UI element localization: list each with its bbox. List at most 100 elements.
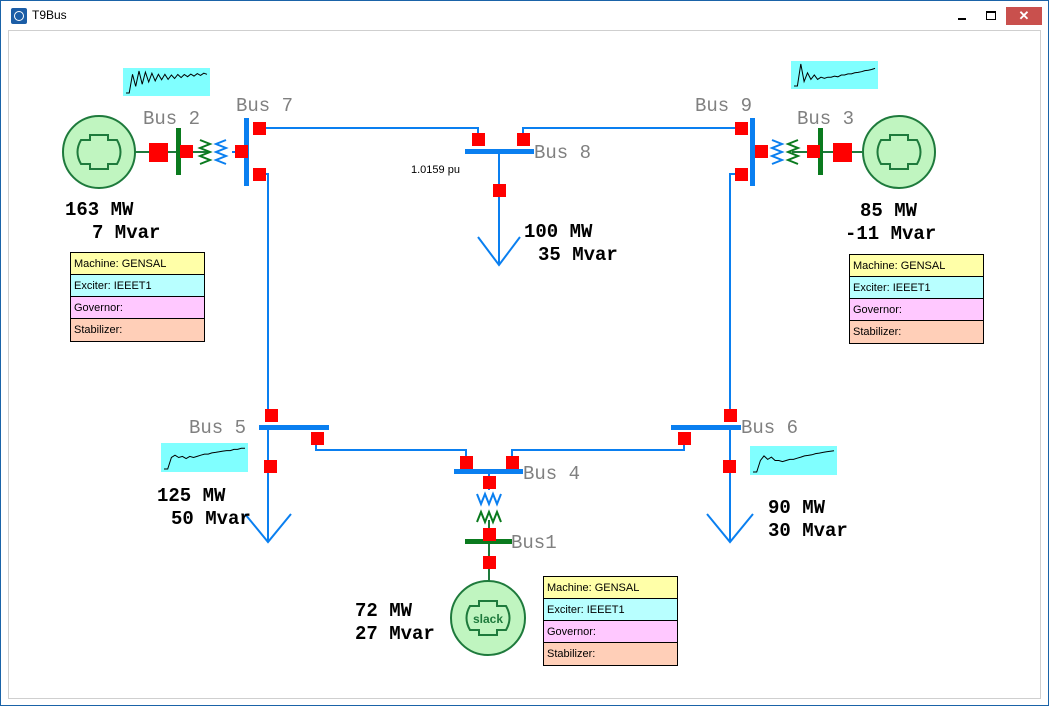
bus5-bar[interactable] bbox=[259, 425, 329, 430]
breaker-bus4-tx[interactable] bbox=[483, 476, 496, 489]
breaker-load5[interactable] bbox=[264, 460, 277, 473]
line-9-6[interactable] bbox=[729, 173, 741, 416]
gen1-stabilizer-model[interactable]: Stabilizer: bbox=[544, 643, 677, 665]
gen3-governor-model[interactable]: Governor: bbox=[850, 299, 983, 321]
line-6-4[interactable] bbox=[511, 437, 685, 462]
breaker-bus9-line8[interactable] bbox=[735, 122, 748, 135]
breaker-bus5-line4[interactable] bbox=[311, 432, 324, 445]
bus8-bar[interactable] bbox=[465, 149, 534, 154]
breaker-bus9-tx[interactable] bbox=[755, 145, 768, 158]
breaker-bus1-tx[interactable] bbox=[483, 528, 496, 541]
gen2-governor-model[interactable]: Governor: bbox=[71, 297, 204, 319]
bus8-voltage: 1.0159 pu bbox=[411, 164, 460, 176]
bus3-label: Bus 3 bbox=[797, 108, 854, 130]
generator-2[interactable] bbox=[62, 115, 136, 189]
gen3-stabilizer-model[interactable]: Stabilizer: bbox=[850, 321, 983, 343]
bus2-label: Bus 2 bbox=[143, 108, 200, 130]
strip-chart-bus6[interactable] bbox=[750, 446, 837, 475]
breaker-bus7-line5[interactable] bbox=[253, 168, 266, 181]
bus9-bar[interactable] bbox=[750, 118, 755, 186]
bus1-bar[interactable] bbox=[465, 539, 512, 544]
generator-3-icon[interactable] bbox=[862, 115, 936, 189]
generator-1[interactable]: slack bbox=[450, 580, 526, 656]
breaker-bus6-line9[interactable] bbox=[724, 409, 737, 422]
gen2-model-box[interactable]: Machine: GENSAL Exciter: IEEET1 Governor… bbox=[70, 252, 205, 342]
bus5-label: Bus 5 bbox=[189, 417, 246, 439]
gen1-mw: 72 MW bbox=[355, 600, 413, 622]
gen1-governor-model[interactable]: Governor: bbox=[544, 621, 677, 643]
breaker-bus2-tx[interactable] bbox=[180, 145, 193, 158]
bus6-bar[interactable] bbox=[671, 425, 741, 430]
breaker-gen2[interactable] bbox=[149, 143, 168, 162]
breaker-load8[interactable] bbox=[493, 184, 506, 197]
tx9-3-winding-green-icon[interactable] bbox=[785, 139, 801, 165]
breaker-bus3-tx[interactable] bbox=[807, 145, 820, 158]
tx4-1-winding-green-icon[interactable] bbox=[476, 509, 502, 525]
gen3-mvar: -11 Mvar bbox=[845, 223, 936, 245]
load6-mw: 90 MW bbox=[768, 497, 826, 519]
gen1-mvar: 27 Mvar bbox=[355, 623, 435, 645]
load6-mvar: 30 Mvar bbox=[768, 520, 848, 542]
bus4-label: Bus 4 bbox=[523, 463, 580, 485]
gen3-model-box[interactable]: Machine: GENSAL Exciter: IEEET1 Governor… bbox=[849, 254, 984, 344]
load5-arrow-icon[interactable] bbox=[244, 513, 292, 544]
app-icon bbox=[11, 8, 27, 24]
generator-3[interactable] bbox=[862, 115, 936, 189]
strip-chart-gen2-trace bbox=[126, 70, 208, 94]
tx4-1-winding-blue-icon[interactable] bbox=[476, 491, 502, 507]
line-7-5[interactable] bbox=[259, 173, 269, 416]
breaker-bus7-line8[interactable] bbox=[253, 122, 266, 135]
gen3-machine-model[interactable]: Machine: GENSAL bbox=[850, 255, 983, 277]
strip-chart-gen2[interactable] bbox=[123, 68, 210, 96]
bus8-label: Bus 8 bbox=[534, 142, 591, 164]
breaker-bus4-line5[interactable] bbox=[460, 456, 473, 469]
breaker-bus5-line7[interactable] bbox=[265, 409, 278, 422]
breaker-load6[interactable] bbox=[723, 460, 736, 473]
breaker-bus6-line4[interactable] bbox=[678, 432, 691, 445]
load5-mvar: 50 Mvar bbox=[171, 508, 251, 530]
tx2-7-winding-green-icon[interactable] bbox=[197, 139, 213, 165]
load8-mvar: 35 Mvar bbox=[538, 244, 618, 266]
bus2-bar[interactable] bbox=[176, 128, 181, 175]
line-8-9[interactable] bbox=[522, 127, 741, 140]
gen2-mw: 163 MW bbox=[65, 199, 134, 221]
breaker-gen1[interactable] bbox=[483, 556, 496, 569]
strip-chart-gen3-trace bbox=[794, 63, 876, 87]
breaker-bus8-line9[interactable] bbox=[517, 133, 530, 146]
minimize-button[interactable] bbox=[947, 5, 977, 25]
breaker-bus7-tx[interactable] bbox=[235, 145, 248, 158]
bus4-bar[interactable] bbox=[454, 469, 523, 474]
bus3-bar[interactable] bbox=[818, 128, 823, 175]
line-7-8[interactable] bbox=[259, 127, 479, 140]
line-5-4[interactable] bbox=[315, 437, 467, 462]
load8-arrow-icon[interactable] bbox=[477, 236, 521, 267]
load6-arrow-icon[interactable] bbox=[706, 513, 754, 544]
breaker-bus8-line7[interactable] bbox=[472, 133, 485, 146]
strip-chart-bus5[interactable] bbox=[161, 443, 248, 472]
breaker-bus9-line6[interactable] bbox=[735, 168, 748, 181]
maximize-button[interactable] bbox=[977, 5, 1007, 25]
slack-label: slack bbox=[473, 612, 503, 626]
generator-2-icon[interactable] bbox=[62, 115, 136, 189]
title-bar: T9Bus ✕ bbox=[1, 1, 1048, 31]
gen2-stabilizer-model[interactable]: Stabilizer: bbox=[71, 319, 204, 341]
gen1-exciter-model[interactable]: Exciter: IEEET1 bbox=[544, 599, 677, 621]
window-title: T9Bus bbox=[32, 8, 67, 22]
gen2-exciter-model[interactable]: Exciter: IEEET1 bbox=[71, 275, 204, 297]
breaker-gen3[interactable] bbox=[833, 143, 852, 162]
bus1-label: Bus1 bbox=[511, 532, 557, 554]
close-button[interactable]: ✕ bbox=[1006, 7, 1042, 25]
tx2-7-winding-blue-icon[interactable] bbox=[213, 139, 229, 165]
gen2-machine-model[interactable]: Machine: GENSAL bbox=[71, 253, 204, 275]
gen3-exciter-model[interactable]: Exciter: IEEET1 bbox=[850, 277, 983, 299]
generator-1-icon[interactable] bbox=[450, 580, 526, 656]
load5-mw: 125 MW bbox=[157, 485, 226, 507]
gen2-mvar: 7 Mvar bbox=[92, 222, 160, 244]
strip-chart-gen2-bg bbox=[123, 68, 210, 96]
strip-chart-gen3[interactable] bbox=[791, 61, 878, 89]
gen1-machine-model[interactable]: Machine: GENSAL bbox=[544, 577, 677, 599]
tx9-3-winding-blue-icon[interactable] bbox=[769, 139, 785, 165]
gen1-model-box[interactable]: Machine: GENSAL Exciter: IEEET1 Governor… bbox=[543, 576, 678, 666]
breaker-bus4-line6[interactable] bbox=[506, 456, 519, 469]
